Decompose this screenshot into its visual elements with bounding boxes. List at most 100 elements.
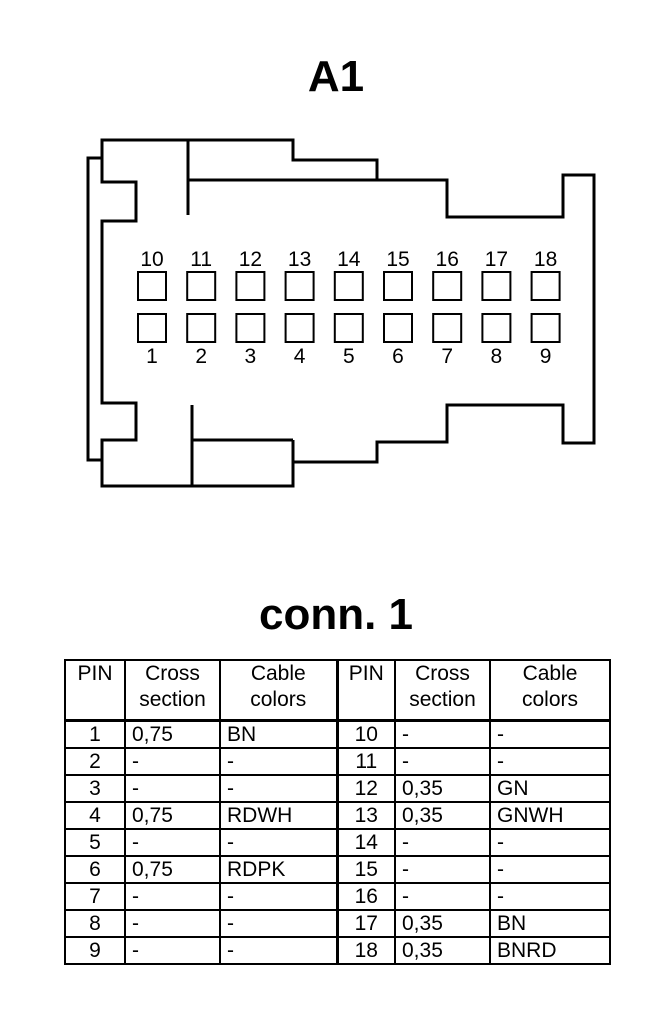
pin-label: 9 [540, 345, 552, 368]
pin-label: 10 [140, 248, 163, 271]
pin-number: 1 [64, 719, 126, 749]
pin-number: 12 [335, 774, 396, 803]
cross-section-value: 0,35 [394, 774, 491, 803]
cross-section-value: - [124, 882, 221, 911]
pin-square [186, 313, 217, 343]
pin-number: 15 [335, 855, 396, 884]
pin-number: 7 [64, 882, 126, 911]
cable-color-value: GN [489, 774, 611, 803]
cross-section-value: - [394, 855, 491, 884]
pin-square [481, 313, 512, 343]
pin-number: 11 [335, 747, 396, 776]
table-row: 3 - - 12 0,35 GN [64, 774, 611, 803]
pin-square [333, 271, 364, 301]
left-latch-outline [86, 156, 102, 462]
connector-housing-outline [86, 138, 596, 488]
table-row: 2 - - 11 - - [64, 747, 611, 776]
cable-color-value: RDPK [219, 855, 338, 884]
pin-square [530, 271, 561, 301]
pin-label: 14 [337, 248, 361, 271]
pin-label: 4 [294, 345, 306, 368]
cable-color-value: - [219, 774, 338, 803]
cable-color-value: - [489, 828, 611, 857]
pin-label: 12 [239, 248, 262, 271]
pin-label: 1 [146, 345, 158, 368]
cross-section-value: 0,35 [394, 936, 491, 965]
pin-number: 5 [64, 828, 126, 857]
pin-label: 7 [441, 345, 453, 368]
pin-label: 3 [245, 345, 257, 368]
header-pin: PIN [335, 659, 396, 722]
pin-square [186, 271, 217, 301]
cross-section-value: 0,35 [394, 909, 491, 938]
cable-color-value: RDWH [219, 801, 338, 830]
cross-section-value: 0,35 [394, 801, 491, 830]
pin-square [333, 313, 364, 343]
pin-label: 18 [534, 248, 557, 271]
cable-color-value: - [489, 719, 611, 749]
table-row: 5 - - 14 - - [64, 828, 611, 857]
cable-color-value: - [219, 882, 338, 911]
cable-color-value: - [219, 909, 338, 938]
pin-square [432, 271, 463, 301]
pin-label: 5 [343, 345, 355, 368]
cross-section-value: 0,75 [124, 801, 221, 830]
pin-number: 4 [64, 801, 126, 830]
cross-section-value: - [124, 936, 221, 965]
table-row: 9 - - 18 0,35 BNRD [64, 936, 611, 965]
pin-number: 13 [335, 801, 396, 830]
cross-section-value: 0,75 [124, 719, 221, 749]
cross-section-value: - [394, 882, 491, 911]
cable-color-value: BN [219, 719, 338, 749]
table-row: 4 0,75 RDWH 13 0,35 GNWH [64, 801, 611, 830]
pin-square [383, 271, 413, 301]
pin-square [235, 313, 266, 343]
cross-section-value: 0,75 [124, 855, 221, 884]
pin-number: 2 [64, 747, 126, 776]
table-row: 8 - - 17 0,35 BN [64, 909, 611, 938]
pin-number: 8 [64, 909, 126, 938]
pin-number: 18 [335, 936, 396, 965]
cross-section-value: - [124, 774, 221, 803]
pin-square [137, 271, 167, 301]
table-row: 6 0,75 RDPK 15 - - [64, 855, 611, 884]
cable-color-value: - [489, 747, 611, 776]
table-title: conn. 1 [258, 590, 414, 639]
cross-section-value: - [394, 828, 491, 857]
pin-square [284, 271, 315, 301]
cross-section-value: - [394, 719, 491, 749]
cable-color-value: - [489, 855, 611, 884]
cable-color-value: BN [489, 909, 611, 938]
pin-number: 6 [64, 855, 126, 884]
pin-label: 8 [491, 345, 503, 368]
pin-label: 11 [190, 248, 212, 271]
pin-square [432, 313, 463, 343]
table-row: 1 0,75 BN 10 - - [64, 719, 611, 749]
connector-title: A1 [307, 52, 365, 101]
pin-label: 16 [436, 248, 459, 271]
pin-square [481, 271, 512, 301]
pin-label: 2 [195, 345, 207, 368]
pin-square [235, 271, 266, 301]
cable-color-value: GNWH [489, 801, 611, 830]
pin-label: 15 [386, 248, 409, 271]
pin-number: 14 [335, 828, 396, 857]
pin-number: 9 [64, 936, 126, 965]
cross-section-value: - [124, 747, 221, 776]
pin-number: 3 [64, 774, 126, 803]
housing-outline [100, 138, 596, 488]
header-pin: PIN [64, 659, 126, 722]
cable-color-value: - [219, 936, 338, 965]
cross-section-value: - [124, 828, 221, 857]
pin-number: 17 [335, 909, 396, 938]
pin-square [383, 313, 413, 343]
cross-section-value: - [394, 747, 491, 776]
